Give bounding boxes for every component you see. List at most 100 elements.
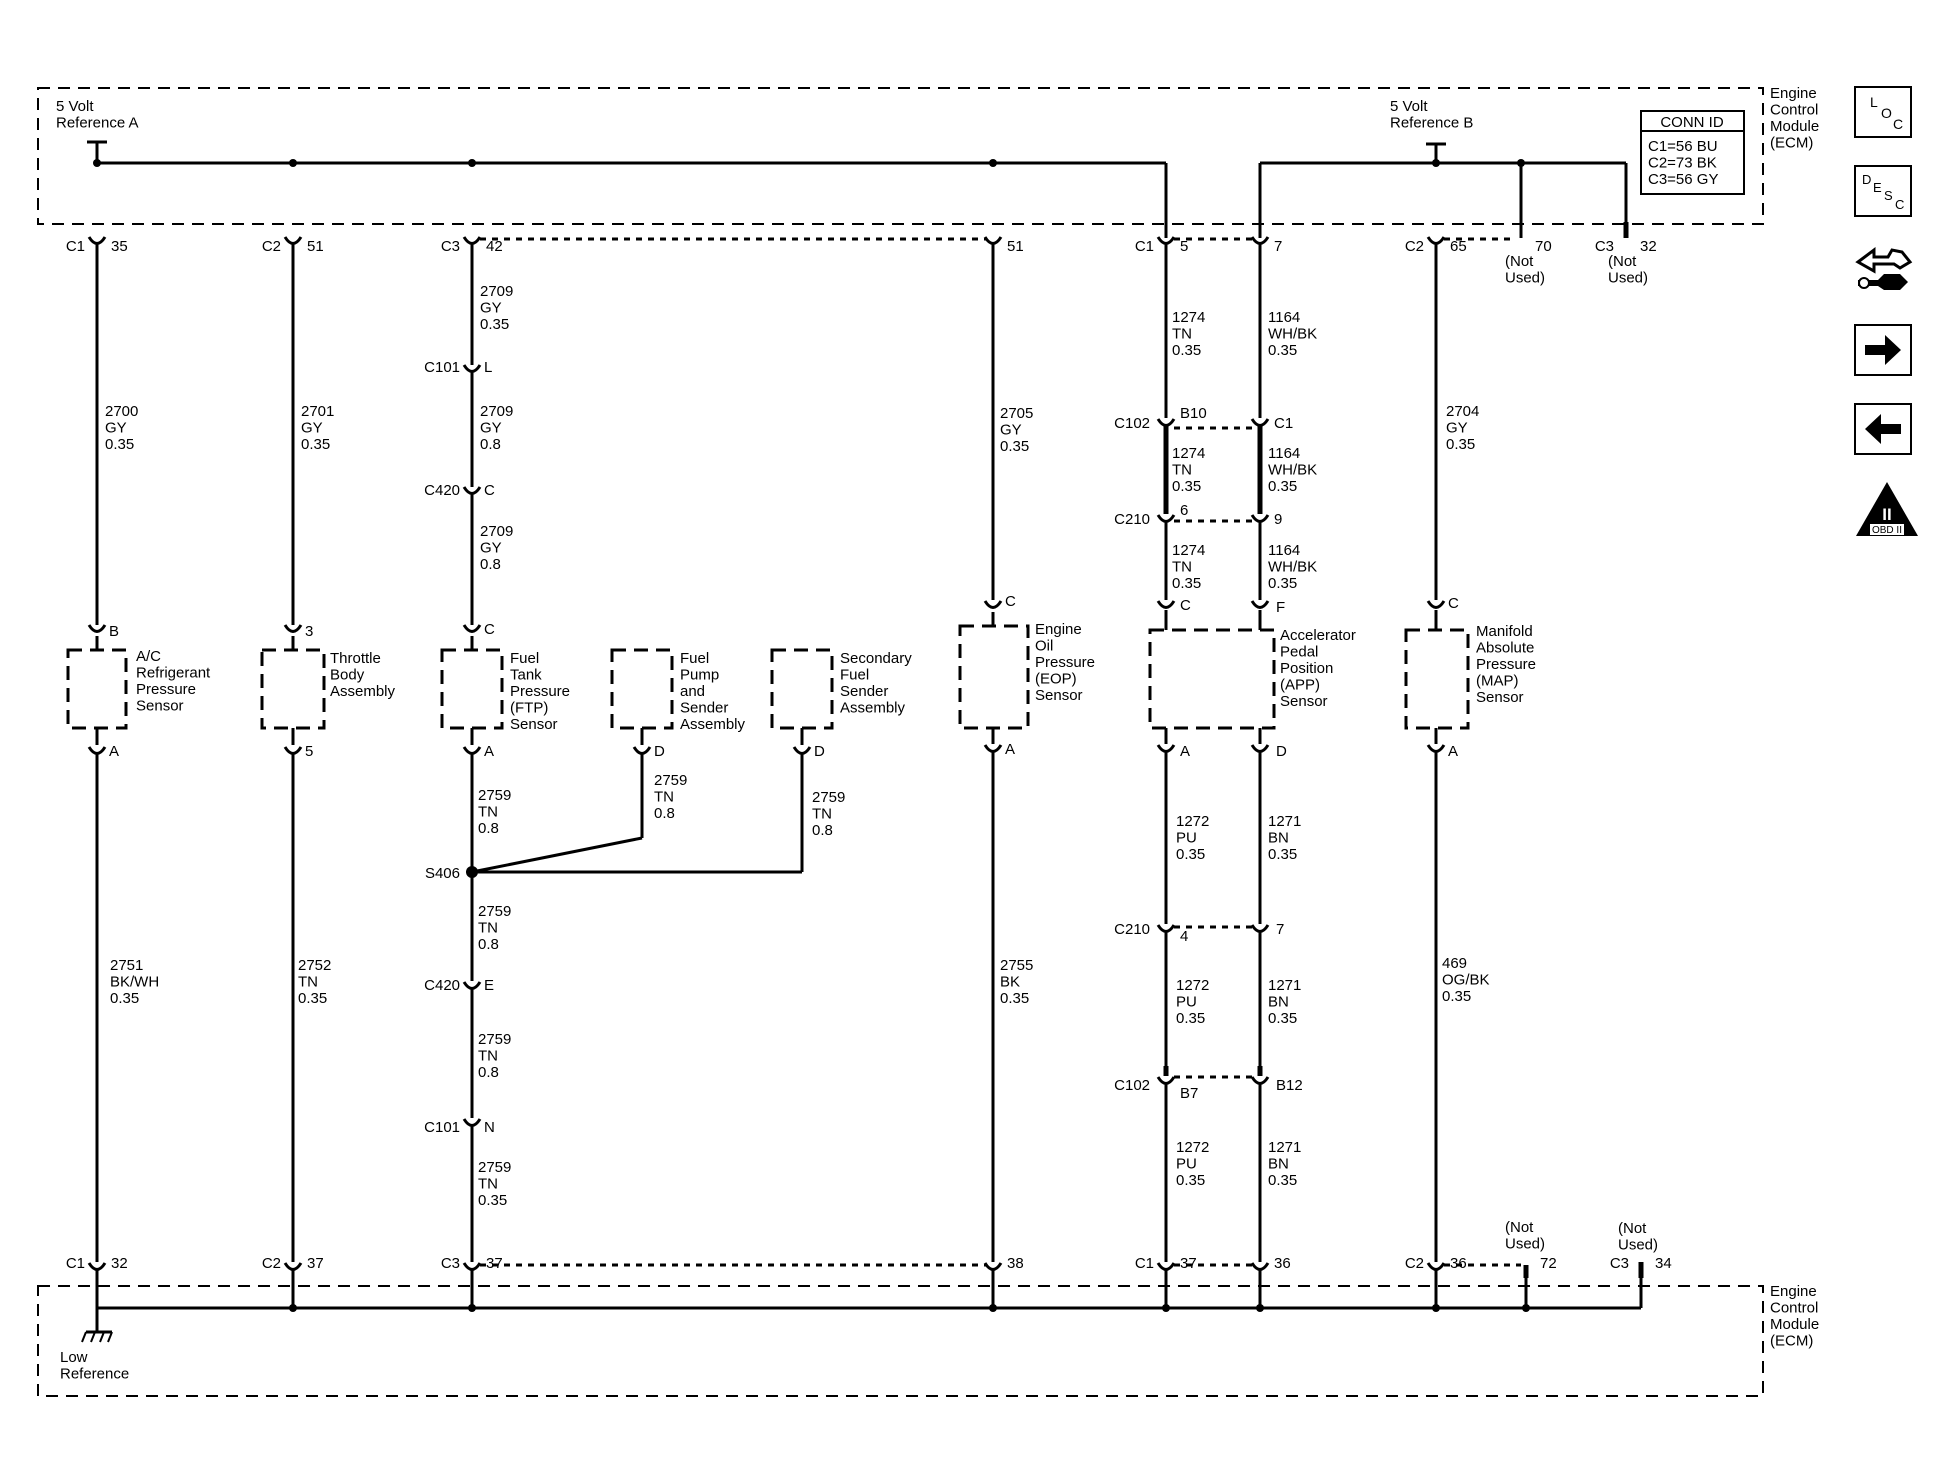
ecm-terminal <box>1250 236 1270 245</box>
pin-label: 5 <box>305 743 313 760</box>
conn-id-line: C3=56 GY <box>1648 171 1718 188</box>
harness-button[interactable] <box>1854 240 1914 300</box>
inline-pin-label: B12 <box>1276 1077 1303 1094</box>
not-used-label: (Not <box>1505 1219 1534 1236</box>
desc-button[interactable]: D E S C <box>1854 165 1912 217</box>
splice-dot <box>1432 159 1440 167</box>
manifold-absolute-pressure-sensor <box>1404 628 1470 730</box>
wire-label: 0.35 <box>105 436 134 453</box>
component-label: Assembly <box>680 716 746 733</box>
wire-label: BN <box>1268 1156 1289 1173</box>
sensor-terminal <box>1426 600 1446 609</box>
wire-label: 0.35 <box>478 1192 507 1209</box>
accelerator-pedal-position-sensor <box>1148 628 1276 730</box>
loc-icon: L O C <box>1870 94 1903 132</box>
wire-label: 0.35 <box>480 316 509 333</box>
component-label: Fuel <box>680 650 709 667</box>
inline-connector-label: C102 <box>1114 415 1150 432</box>
wire-label: TN <box>654 789 674 806</box>
wire-label: 0.35 <box>1446 436 1475 453</box>
wire-label: GY <box>301 420 323 437</box>
component-label: (APP) <box>1280 677 1320 694</box>
wire-label: 0.35 <box>1176 1010 1205 1027</box>
inline-connector-label: C102 <box>1114 1077 1150 1094</box>
arrow-left-icon <box>1865 414 1901 444</box>
wire-label: TN <box>478 1176 498 1193</box>
not-used-label: (Not <box>1608 253 1637 270</box>
splice-dot <box>468 159 476 167</box>
ecm-label: (ECM) <box>1770 1333 1813 1350</box>
wire-label: 2701 <box>301 403 334 420</box>
pin-label: 5 <box>1180 238 1188 255</box>
ecm-terminal <box>1250 1262 1270 1271</box>
splice-label: S406 <box>425 865 460 882</box>
pin-label: C <box>1005 593 1016 610</box>
splice-dot <box>989 159 997 167</box>
obd-ii-icon: II OBD II <box>1856 482 1918 536</box>
next-page-button[interactable] <box>1854 324 1912 376</box>
component-label: Position <box>1280 660 1333 677</box>
pin-label: A <box>1005 741 1015 758</box>
wire-label: 0.35 <box>1268 1172 1297 1189</box>
pin-label: 70 <box>1535 238 1552 255</box>
component-label: Secondary <box>840 650 912 667</box>
desc-letter: D <box>1862 172 1871 187</box>
wire-label: 0.8 <box>478 1064 499 1081</box>
inline-pin-label: B7 <box>1180 1085 1198 1102</box>
wire-label: TN <box>478 1048 498 1065</box>
wire-label: 0.35 <box>1442 988 1471 1005</box>
conn-id-line: C2=73 BK <box>1648 155 1717 172</box>
obd-ii-button[interactable]: II OBD II <box>1854 480 1920 540</box>
wire-label: 1164 <box>1268 542 1300 559</box>
inline-terminal <box>1250 1076 1270 1085</box>
inline-terminal <box>1156 514 1176 523</box>
desc-letter: E <box>1873 180 1882 195</box>
wire-label: 1271 <box>1268 1139 1301 1156</box>
throttle-body-assembly <box>260 648 326 730</box>
pin-label: D <box>814 743 825 760</box>
previous-page-button[interactable] <box>1854 403 1912 455</box>
wire-label: 0.35 <box>1172 478 1201 495</box>
wire-label: TN <box>1172 559 1192 576</box>
pin-label: D <box>654 743 665 760</box>
component-label: Throttle <box>330 650 381 667</box>
inline-pin-label: B10 <box>1180 405 1207 422</box>
component-label: and <box>680 683 705 700</box>
component-label: Absolute <box>1476 640 1534 657</box>
inline-terminal <box>1250 924 1270 933</box>
wire-label: 469 <box>1442 955 1467 972</box>
ecm-terminal <box>1426 236 1446 245</box>
wire-label: 0.35 <box>1268 1010 1297 1027</box>
sensor-terminal <box>462 746 482 755</box>
wire-label: 2751 <box>110 957 143 974</box>
splice-dot <box>289 1304 297 1312</box>
secondary-fuel-sender-assembly <box>770 648 834 730</box>
connector-label: C2 <box>262 238 281 255</box>
wire-label: 0.35 <box>1176 1172 1205 1189</box>
ecm-terminal <box>1156 236 1176 245</box>
connector-label: C3 <box>1610 1255 1629 1272</box>
wire-label: 2709 <box>480 523 513 540</box>
component-label: Sender <box>840 683 888 700</box>
inline-terminal <box>1156 418 1176 427</box>
wire-label: 2759 <box>478 787 511 804</box>
obd-numeral: II <box>1882 505 1891 524</box>
pin-label: C <box>1180 597 1191 614</box>
loc-button[interactable]: L O C <box>1854 86 1912 138</box>
wire-label: 1274 <box>1172 542 1205 559</box>
loc-letter: O <box>1881 105 1892 121</box>
wire-label: BN <box>1268 994 1289 1011</box>
not-used-label: Used) <box>1505 1236 1545 1253</box>
inline-pin-label: C1 <box>1274 415 1293 432</box>
inline-terminal <box>1250 418 1270 427</box>
wire-label: 1271 <box>1268 813 1301 830</box>
sensor-terminal <box>983 744 1003 753</box>
ecm-label: Control <box>1770 1300 1818 1317</box>
connector-label: C3 <box>1595 238 1614 255</box>
connector-label: C2 <box>1405 238 1424 255</box>
ground-symbol <box>81 1331 87 1343</box>
component-label: (FTP) <box>510 700 548 717</box>
splice-dot <box>1162 1304 1170 1312</box>
wire-label: PU <box>1176 1156 1197 1173</box>
